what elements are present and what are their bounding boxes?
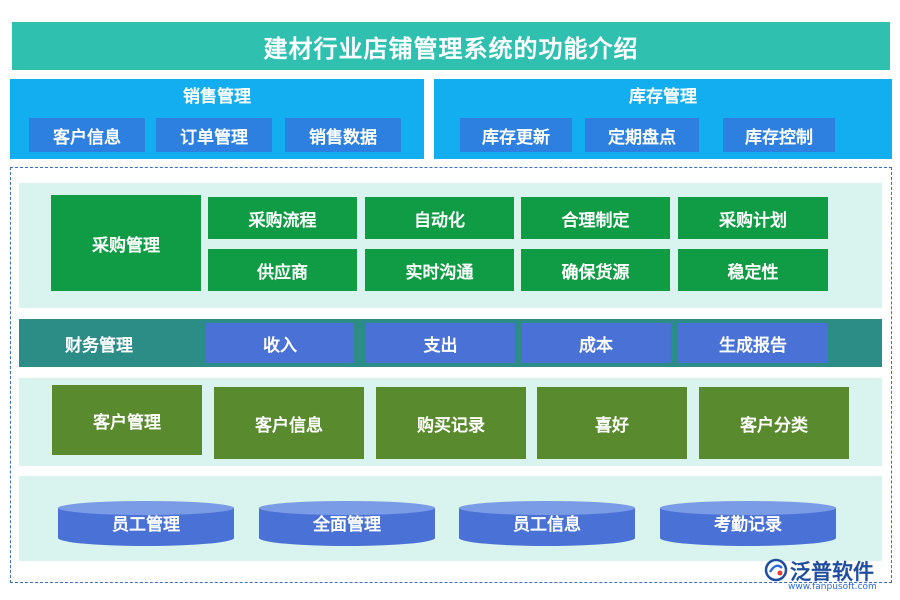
purchase-item-secure-supply: 确保货源	[521, 249, 670, 291]
staff-cylinder-attendance-record: 考勤记录	[660, 500, 836, 546]
inventory-item-stock-update: 库存更新	[460, 118, 572, 152]
purchase-item-automation: 自动化	[365, 197, 514, 239]
finance-management-title: 财务管理	[65, 335, 133, 356]
staff-label-employee-management: 员工管理	[112, 515, 180, 535]
finance-item-cost: 成本	[521, 323, 671, 363]
finance-item-report: 生成报告	[678, 323, 828, 363]
purchase-item-rational-planning: 合理制定	[521, 197, 670, 239]
purchase-item-realtime-communication: 实时沟通	[365, 249, 514, 291]
customer-item-preference: 喜好	[537, 387, 687, 459]
purchase-item-purchase-plan: 采购计划	[678, 197, 828, 239]
purchase-item-stability: 稳定性	[678, 249, 828, 291]
finance-item-expense: 支出	[366, 323, 515, 363]
inventory-management-panel: 库存管理 库存更新 定期盘点 库存控制	[434, 79, 892, 159]
purchase-item-process: 采购流程	[208, 197, 357, 239]
brand-url: www.fanpusoft.com	[788, 582, 877, 592]
staff-label-employee-info: 员工信息	[513, 515, 581, 535]
customer-item-classification: 客户分类	[699, 387, 849, 459]
inventory-item-stock-control: 库存控制	[723, 118, 835, 152]
brand-logo-icon	[764, 558, 788, 582]
sales-management-title: 销售管理	[183, 87, 251, 107]
finance-management-panel: 财务管理 收入 支出 成本 生成报告	[19, 319, 882, 367]
purchase-management-panel: 采购管理 采购流程 自动化 合理制定 采购计划 供应商 实时沟通 确保货源 稳定…	[19, 183, 882, 308]
purchase-management-title: 采购管理	[51, 195, 201, 291]
staff-label-attendance-record: 考勤记录	[714, 515, 782, 535]
sales-item-sales-data: 销售数据	[285, 118, 401, 152]
customer-management-panel: 客户管理 客户信息 购买记录 喜好 客户分类	[19, 378, 882, 466]
brand-watermark: 泛普软件 www.fanpusoft.com	[758, 556, 888, 596]
staff-cylinder-employee-info: 员工信息	[459, 500, 635, 546]
inventory-item-periodic-count: 定期盘点	[585, 118, 699, 152]
inventory-management-title: 库存管理	[629, 87, 697, 107]
purchase-item-supplier: 供应商	[208, 249, 357, 291]
brand-name: 泛普软件	[790, 560, 874, 584]
staff-label-comprehensive-management: 全面管理	[313, 515, 381, 535]
staff-cylinder-employee-management: 员工管理	[58, 500, 234, 546]
staff-cylinder-comprehensive-management: 全面管理	[259, 500, 435, 546]
customer-management-title: 客户管理	[52, 385, 202, 455]
modules-frame	[10, 167, 892, 583]
customer-item-info: 客户信息	[214, 387, 364, 459]
sales-management-panel: 销售管理 客户信息 订单管理 销售数据	[10, 79, 424, 159]
customer-item-purchase-record: 购买记录	[376, 387, 526, 459]
sales-item-customer-info: 客户信息	[29, 118, 145, 152]
finance-item-income: 收入	[206, 323, 354, 363]
sales-item-order-management: 订单管理	[156, 118, 272, 152]
page-title: 建材行业店铺管理系统的功能介绍	[12, 22, 890, 70]
